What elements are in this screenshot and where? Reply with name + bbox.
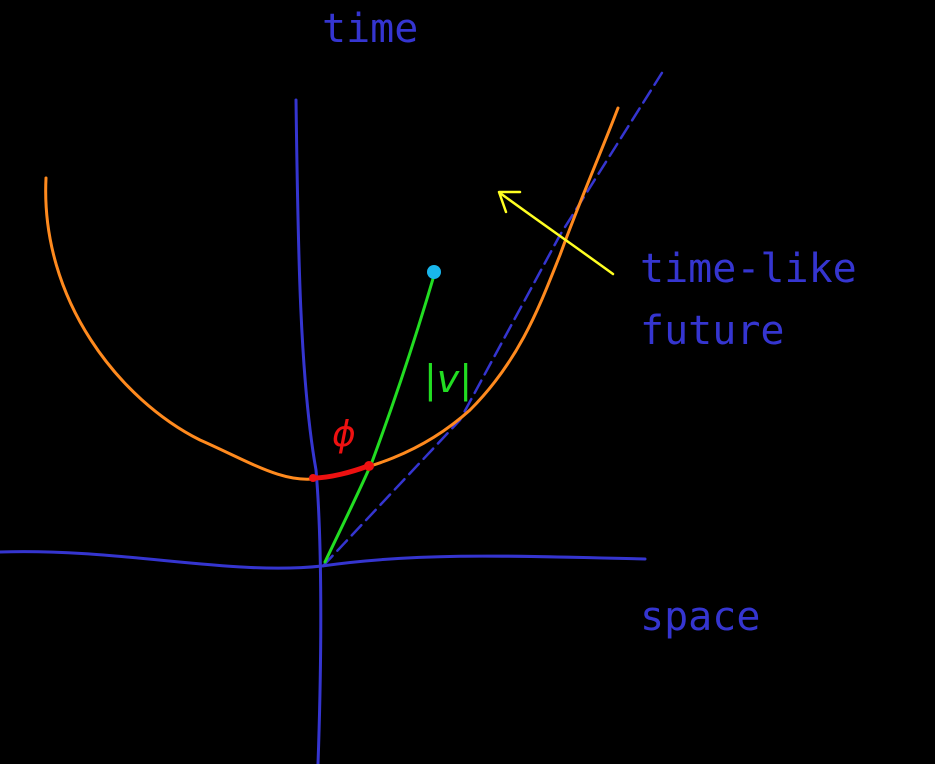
- region-label-line2: future: [640, 308, 785, 354]
- angle-start-dot: [309, 474, 317, 482]
- time-axis-line: [294, 98, 323, 764]
- angle-arc: [310, 463, 371, 481]
- vector-tip-dot: [427, 265, 441, 279]
- vector-magnitude-label: |v|: [424, 357, 472, 402]
- pointer-arrow: [498, 191, 615, 276]
- angle-end-dot: [364, 461, 374, 471]
- pointer-arrowhead: [497, 190, 522, 214]
- angle-label: ϕ: [332, 414, 356, 455]
- region-label-line1: time-like: [640, 246, 857, 292]
- velocity-vector-line: [323, 270, 437, 564]
- space-axis-label: space: [640, 594, 760, 640]
- light-cone-line: [321, 66, 667, 568]
- time-axis-label: time: [322, 6, 418, 52]
